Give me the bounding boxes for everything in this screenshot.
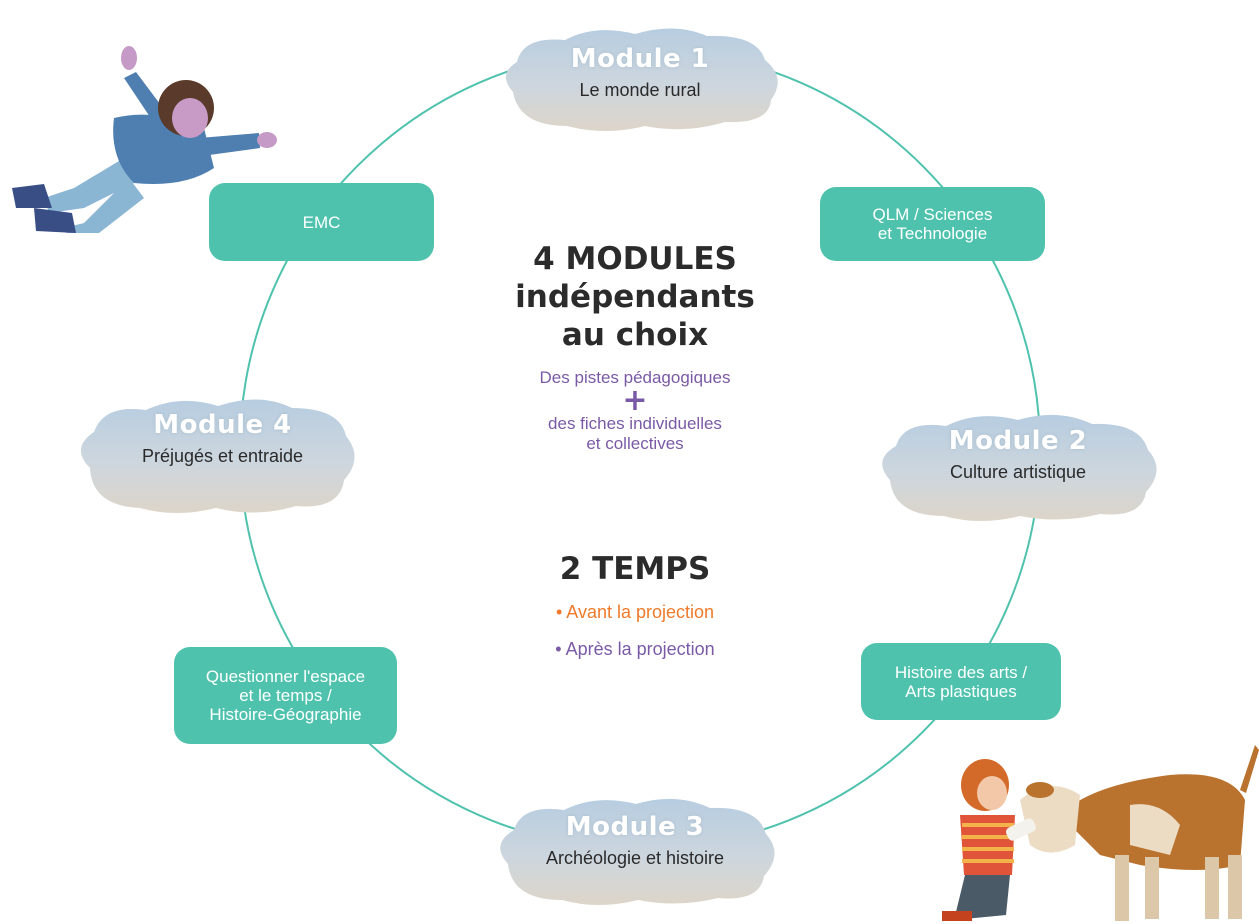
module-2-title: Module 2 [948,426,1088,456]
bullet-avant: • Avant la projection [555,602,715,622]
subject-espace-temps: Questionner l'espace et le temps / Histo… [174,647,397,744]
bullet-apres: • Après la projection [555,639,715,659]
temps-title: 2 TEMPS [559,551,711,587]
module-3-title: Module 3 [565,812,705,842]
flying-child-illustration [12,46,277,233]
plus-icon: + [622,383,648,418]
module-1-subtitle: Le monde rural [579,80,701,100]
module-3-subtitle: Archéologie et histoire [545,848,725,868]
center-block: 4 MODULES indépendants au choix Des pist… [480,240,790,454]
module-1-title: Module 1 [570,44,710,74]
modules-title: 4 MODULES indépendants au choix [515,241,755,353]
fiches-text: des fiches individuelles et collectives [548,414,722,453]
module-2-subtitle: Culture artistique [949,462,1087,482]
subject-arts: Histoire des arts / Arts plastiques [861,643,1061,720]
module-4-subtitle: Préjugés et entraide [141,446,304,466]
subject-emc: EMC [209,183,434,261]
temps-block: 2 TEMPS • Avant la projection • Après la… [480,550,790,660]
subject-qlm-sciences: QLM / Sciences et Technologie [820,187,1045,261]
pistes-text: Des pistes pédagogiques [539,368,731,387]
module-4-title: Module 4 [153,410,292,440]
child-with-calf-illustration [942,745,1259,921]
